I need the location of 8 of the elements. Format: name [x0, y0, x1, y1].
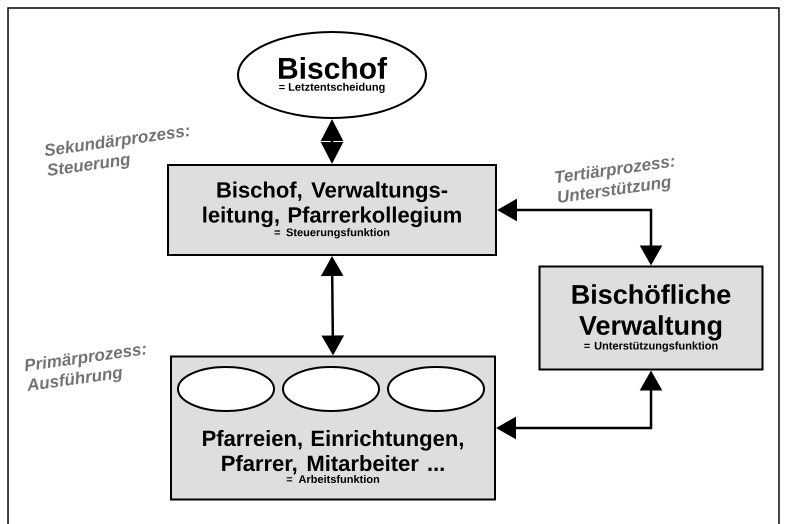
- process-box: Bischof, Verwaltungs- leitung, Pfarrerkollegium = Steuerungsfunktion: [167, 164, 497, 256]
- process-label: Primärprozess: Ausführung: [25, 346, 146, 392]
- empty-oval: [387, 366, 485, 412]
- process-label: Tertiärprozess: Unterstützung: [554, 158, 674, 203]
- empty-oval: [282, 366, 380, 412]
- empty-oval: [177, 366, 275, 412]
- oval-node: Bischof = Letztentscheidung: [237, 31, 427, 119]
- process-box: Bischöfliche Verwaltung = Unterstützungsfunktion: [538, 266, 764, 370]
